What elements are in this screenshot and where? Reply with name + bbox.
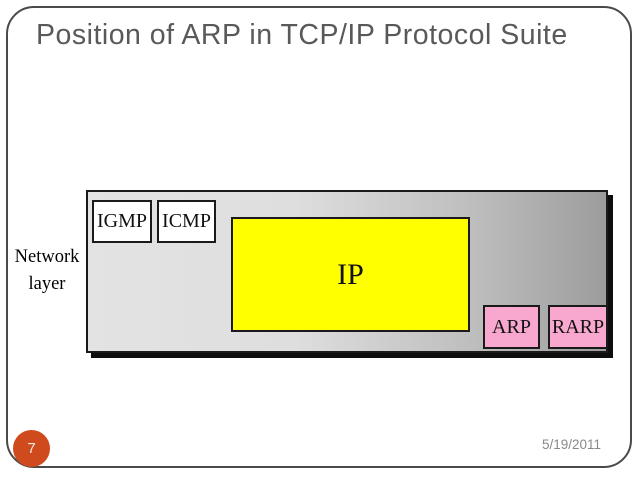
protocol-box-igmp: IGMP xyxy=(92,200,152,243)
protocol-box-rarp: RARP xyxy=(548,305,608,349)
network-layer-label-line2: layer xyxy=(28,274,66,294)
network-layer-label: Network layer xyxy=(8,244,86,298)
protocol-box-arp: ARP xyxy=(483,305,540,349)
network-layer-box: IGMP ICMP IP ARP RARP xyxy=(86,190,608,353)
slide-date: 5/19/2011 xyxy=(541,437,601,452)
protocol-box-ip: IP xyxy=(231,217,470,332)
protocol-box-icmp: ICMP xyxy=(157,200,216,243)
network-layer-label-line1: Network xyxy=(14,247,80,267)
slide-title: Position of ARP in TCP/IP Protocol Suite xyxy=(36,19,568,51)
page-number-badge: 7 xyxy=(13,430,50,467)
slide-border-frame xyxy=(6,6,632,468)
